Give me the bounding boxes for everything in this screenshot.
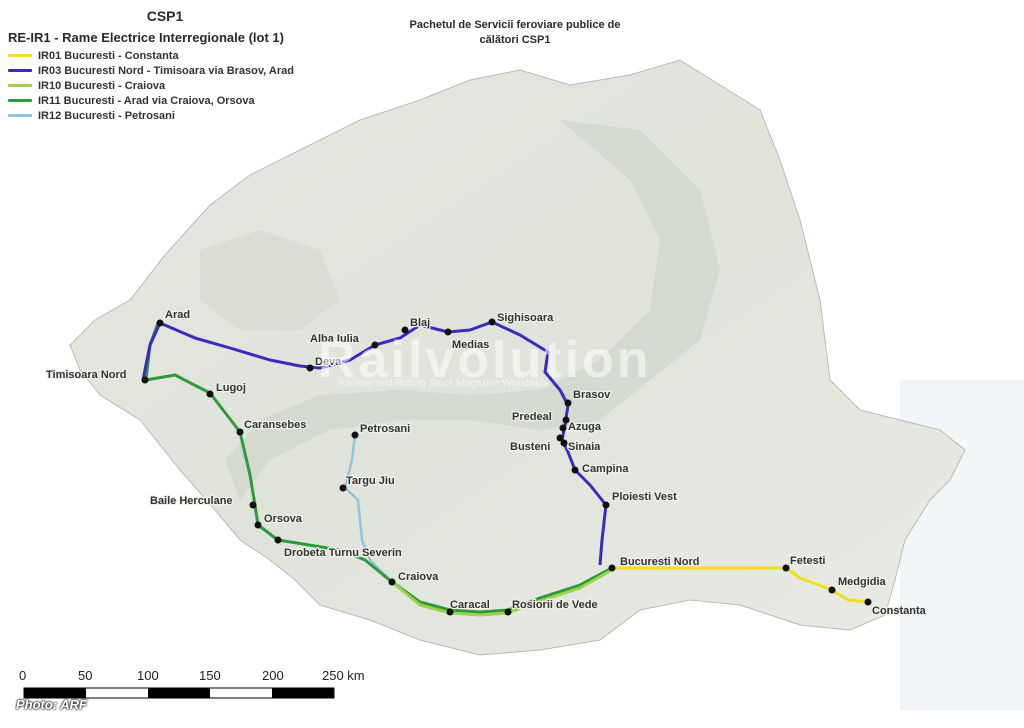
scale-tick-200: 200 [262,668,284,683]
label-blaj: Blaj [410,317,430,329]
station-craiova[interactable] [388,578,396,586]
label-busteni: Busteni [510,441,550,453]
station-targujiu[interactable] [339,484,347,492]
photo-credit: Photo: ARF [16,697,87,712]
legend-label-ir10: IR10 Bucuresti - Craiova [38,79,166,92]
station-orsova[interactable] [254,521,262,529]
label-orsova: Orsova [264,513,303,525]
station-fetesti[interactable] [782,564,790,572]
scale-bar: 0 50 100 150 200 250 km [19,668,365,699]
station-deva[interactable] [306,364,314,372]
mountain-arc [225,120,720,500]
station-bucuresti[interactable] [608,564,616,572]
watermark-subtitle: Railway and Rolling Stock Magazine World… [338,378,550,389]
legend-label-ir01: IR01 Bucuresti - Constanta [38,49,179,62]
label-craiova: Craiova [398,571,439,583]
legend-item-ir03: IR03 Bucuresti Nord - Timisoara via Bras… [8,63,294,78]
label-lugoj: Lugoj [216,382,246,394]
scale-tick-50: 50 [78,668,92,683]
stations [141,318,872,616]
label-brasov: Brasov [573,389,611,401]
scale-tick-150: 150 [199,668,221,683]
map-title: CSP1 [146,8,184,24]
legend-item-ir01: IR01 Bucuresti - Constanta [8,48,294,63]
station-medgidia[interactable] [828,586,836,594]
scale-tick-100: 100 [137,668,159,683]
station-caracal[interactable] [446,608,454,616]
label-ploiesti: Ploiesti Vest [612,491,677,503]
route-ir11 [144,322,613,614]
apuseni-mountains [200,230,340,330]
route-ir12 [343,434,393,583]
station-arad[interactable] [156,319,164,327]
station-drobeta[interactable] [274,536,282,544]
station-ploiesti[interactable] [602,501,610,509]
station-lugoj[interactable] [206,390,214,398]
legend-label-ir03: IR03 Bucuresti Nord - Timisoara via Bras… [38,64,294,77]
station-constanta[interactable] [864,598,872,606]
label-rosiori: Rosiorii de Vede [512,599,598,611]
map-subtitle: RE-IR1 - Rame Electrice Interregionale (… [8,30,284,45]
station-rosiori[interactable] [504,608,512,616]
label-medias: Medias [452,339,489,351]
label-constanta: Constanta [872,605,927,617]
label-deva: Deva [315,356,342,368]
station-predeal[interactable] [562,416,570,424]
label-arad: Arad [165,309,190,321]
legend-label-ir11: IR11 Bucuresti - Arad via Craiova, Orsov… [38,94,255,107]
station-blaj[interactable] [401,326,409,334]
label-baile: Baile Herculane [150,495,233,507]
station-brasov[interactable] [564,399,572,407]
route-ir03 [141,320,608,566]
legend-swatch-ir12 [8,114,32,117]
legend-swatch-ir11 [8,99,32,102]
label-caransebes: Caransebes [244,419,306,431]
station-azuga[interactable] [559,424,567,432]
label-targujiu: Targu Jiu [346,475,395,487]
legend-item-ir12: IR12 Bucuresti - Petrosani [8,108,294,123]
header-note-line1: Pachetul de Servicii feroviare publice d… [409,19,621,31]
country-shape [69,59,966,656]
station-caransebes[interactable] [236,428,244,436]
legend: IR01 Bucuresti - Constanta IR03 Bucurest… [8,48,294,123]
label-drobeta: Drobeta Turnu Severin [284,547,402,559]
label-sinaia: Sinaia [568,441,601,453]
label-fetesti: Fetesti [790,555,825,567]
station-sighisoara[interactable] [488,318,496,326]
legend-label-ir12: IR12 Bucuresti - Petrosani [38,109,175,122]
label-caracal: Caracal [450,599,490,611]
city-labels: Arad Timisoara Nord Lugoj Caransebes Bai… [45,308,928,619]
scale-tick-250: 250 km [322,668,365,683]
label-petrosani: Petrosani [360,423,410,435]
legend-swatch-ir10 [8,84,32,87]
label-timisoara: Timisoara Nord [46,369,127,381]
station-campina[interactable] [571,466,579,474]
station-baile[interactable] [249,501,257,509]
station-sinaia[interactable] [560,439,568,447]
label-medgidia: Medgidia [838,576,887,588]
station-albaiulia[interactable] [371,341,379,349]
legend-item-ir11: IR11 Bucuresti - Arad via Craiova, Orsov… [8,93,294,108]
station-petrosani[interactable] [351,431,359,439]
legend-item-ir10: IR10 Bucuresti - Craiova [8,78,294,93]
station-timisoara[interactable] [141,376,149,384]
route-ir10 [391,569,611,617]
label-predeal: Predeal [512,411,552,423]
label-bucuresti: Bucuresti Nord [620,556,699,568]
header-note: Pachetul de Servicii feroviare publice d… [370,18,660,48]
label-albaiulia: Alba Iulia [310,333,360,345]
legend-swatch-ir01 [8,54,32,57]
station-medias[interactable] [444,328,452,336]
route-ir01 [612,566,869,604]
legend-swatch-ir03 [8,69,32,72]
label-campina: Campina [582,463,629,475]
scale-tick-0: 0 [19,668,26,683]
station-busteni[interactable] [556,434,564,442]
label-azuga: Azuga [568,421,602,433]
label-sighisoara: Sighisoara [497,312,554,324]
watermark: Railvolution [318,331,652,389]
header-note-line2: călători CSP1 [479,34,551,46]
